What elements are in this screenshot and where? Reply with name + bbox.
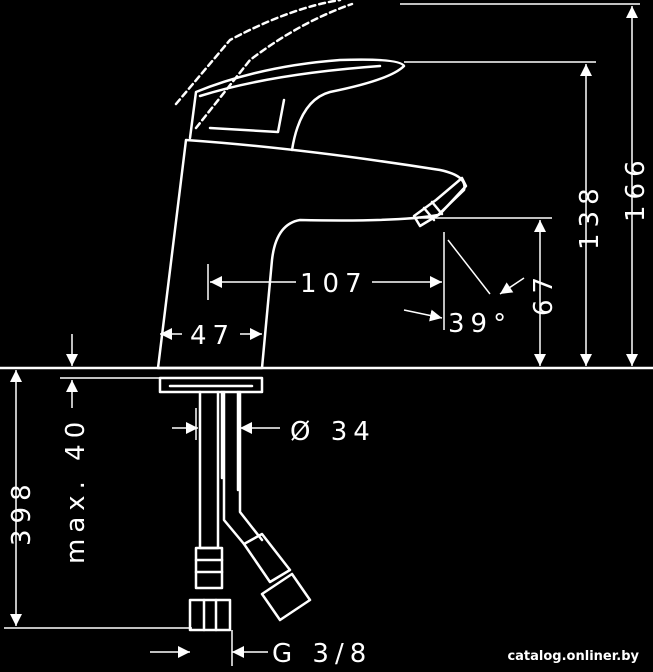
lever-handle	[188, 58, 406, 152]
hose-crimp-left	[194, 546, 224, 590]
label-height-spout: 138	[575, 182, 605, 250]
label-height-total: 166	[621, 154, 651, 222]
label-base-width: 47	[190, 321, 235, 351]
lever-raised-outline	[174, 0, 354, 130]
supply-hose-left	[198, 390, 220, 550]
label-spout-angle: 39°	[448, 309, 512, 339]
hose-nut-left	[188, 598, 232, 632]
label-connection-thread: G 3/8	[272, 639, 372, 669]
label-hose-diameter: Ø 34	[290, 417, 376, 447]
label-spout-reach: 107	[300, 269, 368, 299]
aerator	[412, 176, 468, 228]
dim-angle-ray	[447, 239, 491, 295]
hose-nut-right	[260, 572, 312, 622]
label-depth-below-deck: 398	[7, 478, 37, 546]
label-aerator-height: 67	[529, 271, 559, 316]
dim-angle-leader	[499, 277, 525, 295]
dim-angle-leader	[403, 309, 443, 322]
supply-hose-right	[222, 390, 264, 546]
lever-handle-inner	[198, 64, 382, 134]
base-flange	[158, 376, 264, 394]
label-max-deck-thickness: max. 40	[61, 416, 91, 564]
aerator-ring	[430, 200, 444, 216]
watermark: catalog.onliner.by	[507, 649, 639, 664]
hose-crimp-right	[242, 532, 292, 584]
